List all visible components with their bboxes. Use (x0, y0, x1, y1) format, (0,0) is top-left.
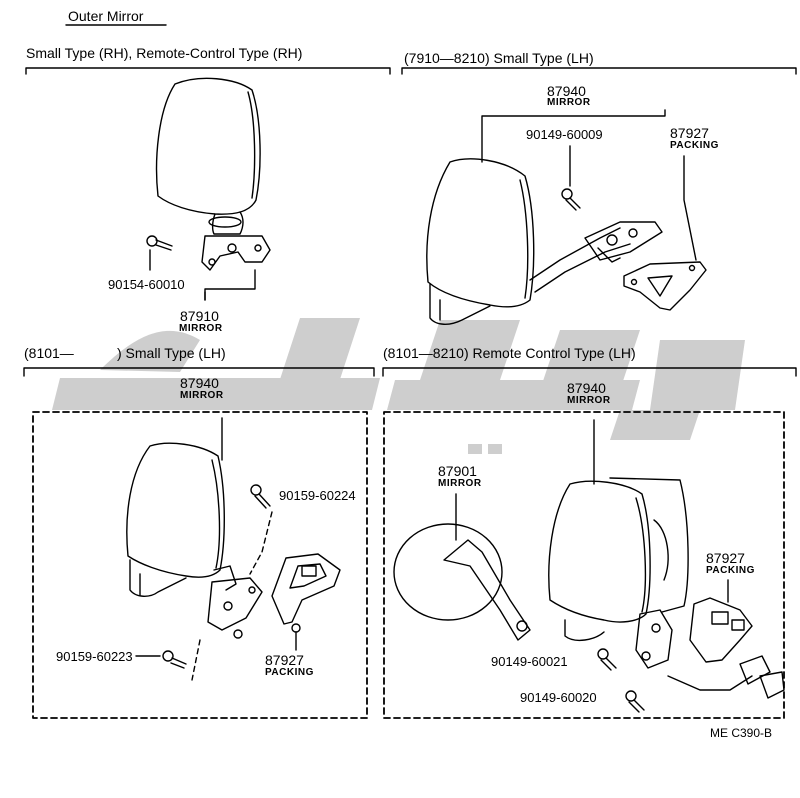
round-mirror-87901 (393, 523, 531, 641)
section-heading-top-left: Small Type (RH), Remote-Control Type (RH… (26, 45, 303, 61)
section-bracket-bottom-right (382, 367, 797, 377)
section-heading-top-right: (7910—8210) Small Type (LH) (404, 50, 594, 66)
bolt-90149-60021 (597, 648, 617, 671)
section-heading-bottom-left-end: ) Small Type (LH) (117, 345, 226, 361)
part-number-87940-top-right: 87940 (547, 83, 586, 99)
part-number-87927-bottom-right: 87927 (706, 550, 745, 566)
bolt-90149-60020 (625, 690, 645, 713)
section-bracket-top-left (25, 67, 391, 75)
mirror-assembly-top-left (155, 77, 271, 271)
part-number-90154-60010: 90154-60010 (108, 277, 185, 292)
part-number-90149-60020: 90149-60020 (520, 690, 597, 705)
kit-box-bottom-left (32, 411, 368, 719)
leader-tl-mirror (204, 269, 256, 301)
bolt-90159-60224 (250, 484, 271, 509)
bolt-90149-60009 (561, 188, 581, 211)
part-name-87927-top-right: PACKING (670, 140, 719, 151)
part-number-90149-60009: 90149-60009 (526, 127, 603, 142)
part-name-87901: MIRROR (438, 478, 482, 489)
section-bracket-bottom-left (23, 367, 375, 377)
mirror-assembly-bottom-right (548, 477, 689, 669)
part-number-87940-bottom-right: 87940 (567, 380, 606, 396)
part-number-90149-60021: 90149-60021 (491, 654, 568, 669)
leader-bl-bolt-upper (249, 511, 273, 575)
leader-tr-packing (683, 155, 697, 261)
bolt-90159-60223 (162, 650, 187, 669)
part-name-87940-bottom-left: MIRROR (180, 390, 224, 401)
part-name-87927-bottom-left: PACKING (265, 667, 314, 678)
section-bracket-top-right (401, 67, 797, 75)
mirror-assembly-bottom-left (126, 442, 263, 639)
bolt-90154-60010 (146, 235, 173, 251)
part-name-87927-bottom-right: PACKING (706, 565, 755, 576)
section-heading-bottom-left-start: (8101— (24, 345, 74, 361)
part-number-90159-60223: 90159-60223 (56, 649, 133, 664)
diagram-code: ME C390-B (710, 726, 773, 740)
part-number-87910: 87910 (180, 308, 219, 324)
part-number-87940-bottom-left: 87940 (180, 375, 219, 391)
packing-top-right (623, 261, 707, 311)
watermark-logo (52, 318, 745, 454)
part-number-87927-bottom-left: 87927 (265, 652, 304, 668)
leader-tr-mirror (481, 109, 666, 163)
part-number-90159-60224: 90159-60224 (279, 488, 356, 503)
section-heading-bottom-right: (8101—8210) Remote Control Type (LH) (383, 345, 636, 361)
packing-bottom-right (689, 597, 753, 663)
part-name-87940-bottom-right: MIRROR (567, 395, 611, 406)
cable-connector (667, 655, 785, 699)
part-name-87910: MIRROR (179, 323, 223, 334)
part-name-87940-top-right: MIRROR (547, 97, 591, 108)
mirror-assembly-top-right (426, 158, 663, 325)
packing-bottom-left (271, 553, 341, 633)
part-number-87901: 87901 (438, 463, 477, 479)
leader-bl-bolt-lower (191, 639, 201, 681)
page-title: Outer Mirror (68, 8, 144, 24)
part-number-87927-top-right: 87927 (670, 125, 709, 141)
kit-box-bottom-right (383, 411, 785, 719)
